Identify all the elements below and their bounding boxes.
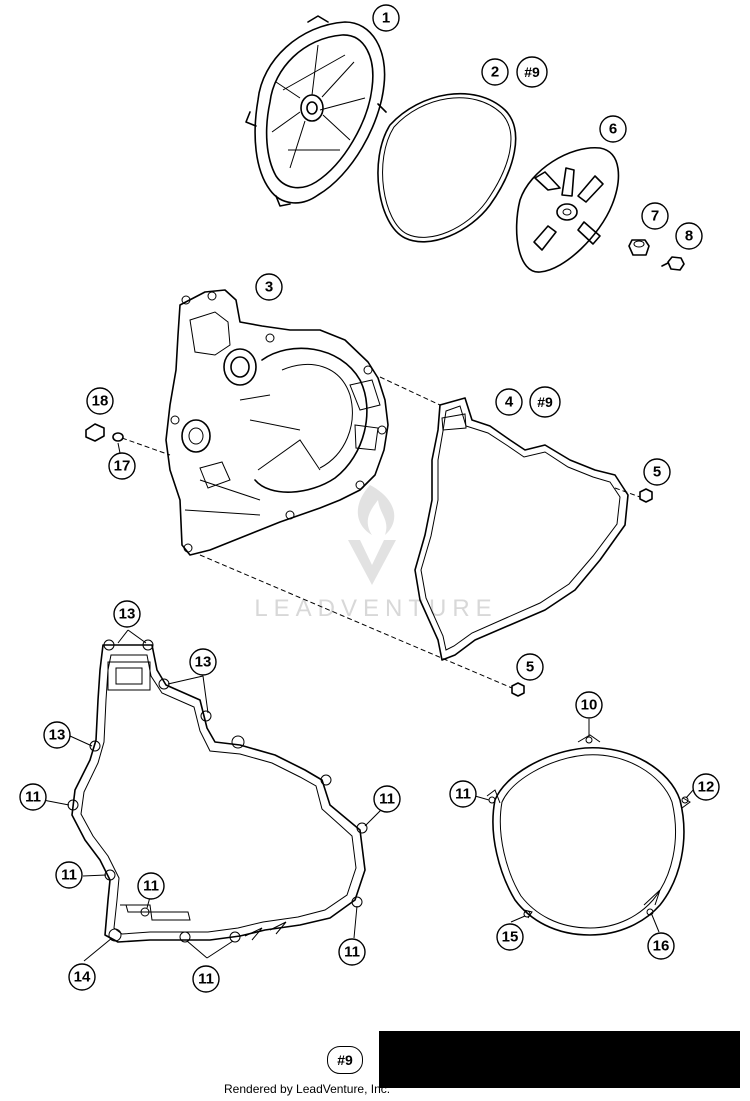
o-ring: [377, 92, 517, 243]
callout-3[interactable]: 3: [255, 273, 283, 301]
svg-text:5: 5: [653, 464, 661, 481]
o-ring-detail-view: [486, 734, 691, 936]
svg-text:2: 2: [491, 64, 499, 81]
svg-text:5: 5: [526, 659, 534, 676]
svg-text:11: 11: [143, 878, 159, 895]
legend-description-bar: [379, 1031, 740, 1088]
assembly-line-plug: [121, 437, 171, 456]
callout-11-inner[interactable]: 11: [137, 872, 165, 900]
callout-11-right-upper[interactable]: 11: [373, 785, 401, 813]
svg-text:17: 17: [114, 458, 131, 475]
callout-11-bottom[interactable]: 11: [192, 965, 220, 993]
callout-4[interactable]: 4: [495, 388, 523, 416]
callout-11-left-middle[interactable]: 11: [55, 861, 83, 889]
svg-text:14: 14: [74, 969, 91, 986]
callout-17[interactable]: 17: [108, 452, 136, 480]
callout-11-left-upper[interactable]: 11: [19, 783, 47, 811]
assembly-line-lower: [199, 554, 513, 689]
clutch-protector-plate: [515, 147, 620, 273]
callout-5-lower[interactable]: 5: [516, 653, 544, 681]
bushing: [628, 239, 650, 256]
outer-clutch-cover: [245, 15, 387, 207]
svg-text:LEADVENTURE: LEADVENTURE: [254, 595, 497, 622]
svg-text:11: 11: [379, 791, 395, 808]
cover-screw-upper: [639, 488, 653, 503]
footer-credit: Rendered by LeadVenture, Inc.: [224, 1082, 391, 1096]
leadventure-watermark: LEADVENTURE: [254, 485, 497, 622]
svg-text:#9: #9: [524, 64, 540, 80]
callout-11-right-lower[interactable]: 11: [338, 938, 366, 966]
svg-text:8: 8: [685, 228, 693, 245]
svg-text:3: 3: [265, 279, 273, 296]
callout-16[interactable]: 16: [647, 932, 675, 960]
callout-13-right[interactable]: 13: [189, 648, 217, 676]
assembly-line-screw: [614, 487, 641, 498]
callout-18[interactable]: 18: [86, 387, 114, 415]
clutch-cover-gasket: [414, 397, 629, 661]
callout-2[interactable]: 2: [481, 58, 509, 86]
svg-text:12: 12: [698, 779, 715, 796]
clutch-cover-housing: [165, 289, 389, 556]
svg-text:6: 6: [609, 121, 617, 138]
svg-text:16: 16: [653, 938, 670, 955]
callout-15[interactable]: 15: [496, 923, 524, 951]
svg-text:11: 11: [344, 944, 360, 961]
callout-12[interactable]: 12: [692, 773, 720, 801]
svg-text:11: 11: [25, 789, 41, 806]
svg-text:11: 11: [61, 867, 77, 884]
callout-7[interactable]: 7: [641, 202, 669, 230]
callout-1[interactable]: 1: [372, 4, 400, 32]
kit-badge-9-top[interactable]: #9: [516, 56, 548, 88]
cover-screw-small: [661, 256, 685, 271]
svg-text:1: 1: [382, 10, 390, 27]
callout-14[interactable]: 14: [68, 963, 96, 991]
callout-6[interactable]: 6: [599, 115, 627, 143]
screw-plug: [85, 423, 105, 442]
svg-text:13: 13: [119, 606, 136, 623]
callout-5-upper[interactable]: 5: [643, 458, 671, 486]
callout-11-oring[interactable]: 11: [449, 780, 477, 808]
callout-13-left[interactable]: 13: [43, 721, 71, 749]
svg-text:7: 7: [651, 208, 659, 225]
svg-text:#9: #9: [537, 394, 553, 410]
svg-text:18: 18: [92, 393, 109, 410]
svg-text:11: 11: [198, 971, 214, 988]
cover-screw-lower: [511, 682, 525, 697]
callout-10[interactable]: 10: [575, 691, 603, 719]
svg-text:15: 15: [502, 929, 519, 946]
legend-kit-code: #9: [327, 1046, 363, 1074]
svg-text:4: 4: [505, 394, 514, 411]
callout-13-top[interactable]: 13: [113, 600, 141, 628]
callout-8[interactable]: 8: [675, 222, 703, 250]
seal-ring: [112, 432, 124, 442]
gasket-detail-view: [67, 639, 368, 943]
svg-text:13: 13: [49, 727, 66, 744]
kit-badge-9-gasket[interactable]: #9: [529, 386, 561, 418]
svg-text:10: 10: [581, 697, 598, 714]
svg-text:11: 11: [455, 786, 471, 803]
svg-text:13: 13: [195, 654, 212, 671]
assembly-line-upper: [379, 376, 441, 406]
